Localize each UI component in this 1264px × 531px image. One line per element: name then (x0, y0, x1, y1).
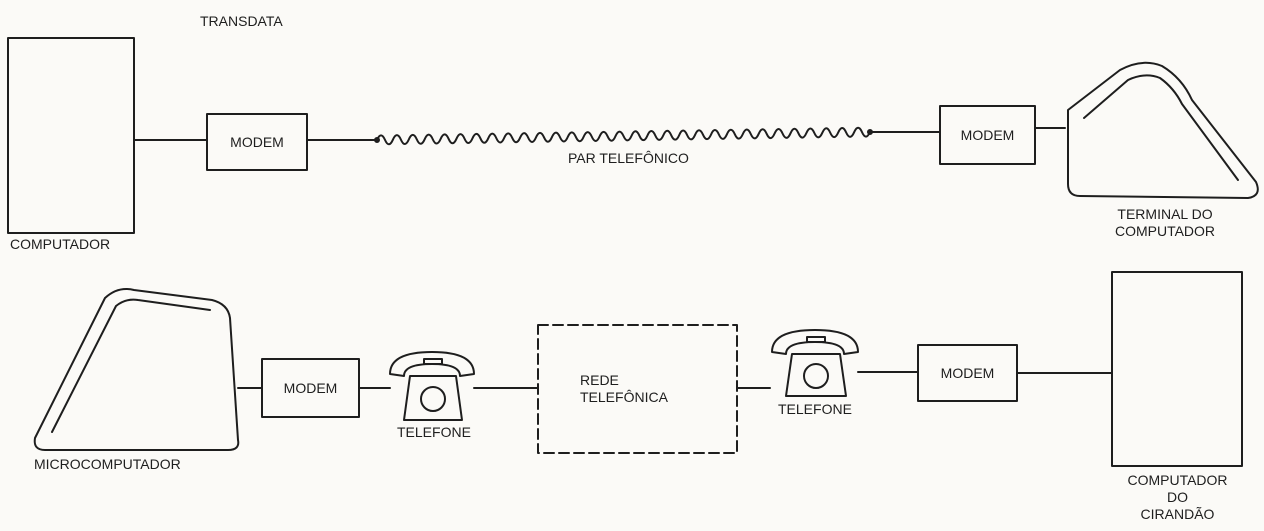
computer-cabinet (7, 37, 135, 234)
telephone-pair-line (376, 126, 871, 146)
computer-cirandao-line1: COMPUTADOR (1127, 472, 1228, 488)
telephone-right-label: TELEFONE (778, 401, 852, 417)
computer-label: COMPUTADOR (10, 236, 111, 252)
telephone-right-icon (771, 329, 859, 397)
network-label-line2: TELEFÔNICA (580, 389, 668, 405)
modem-label-top-right: MODEM (960, 127, 1015, 143)
telephone-pair-label: PAR TELEFÔNICO (568, 150, 689, 166)
modem-label-top-left: MODEM (230, 134, 284, 150)
microcomputer-label: MICROCOMPUTADOR (34, 456, 181, 472)
terminal-label-line2: COMPUTADOR (1114, 223, 1216, 239)
microcomputer-shape (33, 288, 240, 451)
modem-label-bottom-left: MODEM (283, 380, 338, 396)
terminal-label: TERMINAL DO COMPUTADOR (1090, 206, 1240, 240)
modem-label-bottom-right: MODEM (940, 365, 995, 381)
terminal-shape (1067, 61, 1259, 199)
terminal-label-line1: TERMINAL DO (1117, 206, 1213, 222)
telephone-network-label: REDE TELEFÔNICA (580, 372, 668, 406)
telephone-left-label: TELEFONE (397, 424, 471, 440)
line-terminal-dot-left (374, 137, 380, 143)
telephone-left-icon (389, 351, 475, 421)
network-label-line1: REDE (580, 372, 619, 388)
computer-cabinet-cirandao (1111, 271, 1243, 467)
computer-cirandao-line3: CIRANDÃO (1140, 506, 1215, 522)
terminal-screen-edge (1083, 74, 1239, 181)
microcomputer-screen-edge (51, 298, 211, 433)
modem-box-top-left (206, 113, 308, 171)
section-title: TRANSDATA (200, 13, 283, 29)
computer-cirandao-label: COMPUTADOR DO CIRANDÃO (1105, 472, 1250, 523)
computer-cirandao-line2: DO (1167, 489, 1188, 505)
modem-box-top-right (939, 105, 1036, 165)
